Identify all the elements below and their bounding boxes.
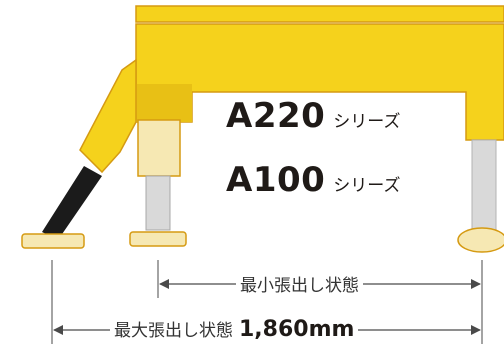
- outrigger-arm: [79, 58, 137, 174]
- middle-foot: [129, 231, 187, 247]
- middle-leg-housing: [137, 119, 181, 177]
- max-extension-value: 1,860mm: [239, 317, 355, 342]
- series-suffix: シリーズ: [333, 112, 401, 132]
- series-label-a220: A220 シリーズ: [226, 96, 400, 136]
- right-foot: [457, 227, 504, 253]
- outrigger-pole: [42, 166, 102, 240]
- middle-leg-tube: [145, 175, 171, 231]
- series-code: A100: [226, 160, 326, 200]
- series-suffix: シリーズ: [333, 176, 401, 196]
- series-label-a100: A100 シリーズ: [226, 160, 400, 200]
- frame-shade: [136, 84, 192, 122]
- top-rail: [135, 5, 504, 23]
- max-extension-label: 最大張出し状態 1,860mm: [110, 316, 359, 342]
- series-code: A220: [226, 96, 326, 136]
- max-extension-text: 最大張出し状態: [114, 321, 233, 341]
- right-leg-tube: [471, 139, 497, 237]
- left-foot: [21, 233, 85, 249]
- min-extension-label: 最小張出し状態: [236, 271, 363, 296]
